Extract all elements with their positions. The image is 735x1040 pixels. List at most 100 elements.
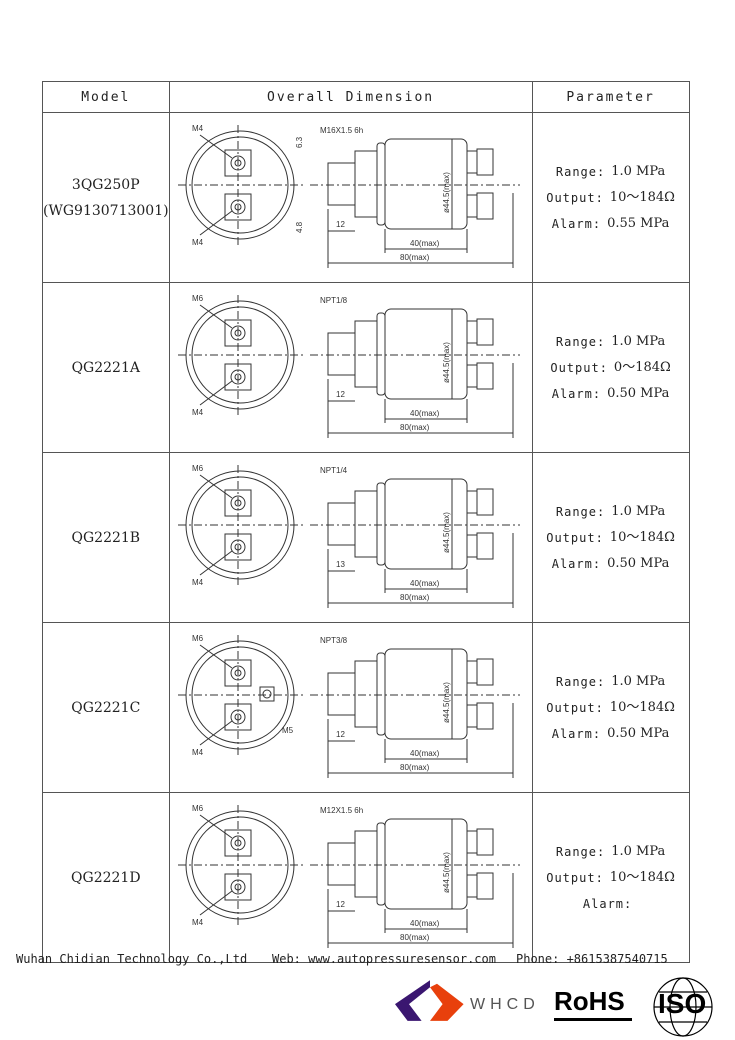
dim-label-bottom: M4: [192, 408, 204, 417]
output-value: 10～184Ω: [609, 189, 675, 205]
sensor-side-view-icon: [309, 138, 520, 268]
dim-label-top: M6: [192, 804, 204, 813]
dim-label-len: 12: [336, 900, 345, 909]
dim-label-thread: NPT1/8: [320, 296, 348, 305]
dim-label-d1: 6.3: [295, 136, 304, 148]
parameter-cell: Range:1.0 MPa Output:10～184Ω Alarm:0.55 …: [531, 112, 690, 283]
footer-phone: Phone: +8615387540715: [516, 952, 668, 966]
range-value: 1.0 MPa: [611, 503, 666, 519]
footer-web: Web: www.autopressuresensor.com: [272, 952, 496, 966]
dim-label-len: 12: [336, 730, 345, 739]
output-label: Output:: [546, 870, 604, 885]
dim-label-l40: 40(max): [410, 579, 440, 588]
end-view-circle-icon: [177, 635, 305, 755]
dim-label-bottom: M4: [192, 578, 204, 587]
model-name: QG2221C: [71, 699, 141, 716]
parameter-cell: Range:1.0 MPa Output:0～184Ω Alarm:0.50 M…: [531, 282, 690, 453]
dim-label-l40: 40(max): [410, 919, 440, 928]
dim-label-bottom: M4: [192, 748, 204, 757]
alarm-label: Alarm:: [551, 216, 602, 231]
header-dimension: Overall Dimension: [168, 81, 533, 113]
dim-label-len: 12: [336, 390, 345, 399]
dim-label-d2: 4.8: [295, 221, 304, 233]
model-code: (WG9130713001): [43, 202, 169, 219]
rohs-logo: RoHS: [548, 982, 638, 1026]
dim-label-l40: 40(max): [410, 239, 440, 248]
dim-label-len: 13: [336, 560, 345, 569]
end-view-circle-icon: [177, 125, 305, 245]
alarm-value: 0.50 MPa: [607, 555, 670, 571]
footer-company: Wuhan Chidian Technology Co.,Ltd: [16, 952, 248, 966]
end-view-circle-icon: [177, 295, 305, 415]
range-label: Range:: [555, 844, 606, 859]
dim-label-dia: ø44.5(max): [442, 172, 451, 213]
iso-globe-icon: [653, 977, 713, 1037]
range-value: 1.0 MPa: [611, 843, 666, 859]
dim-label-top: M6: [192, 464, 204, 473]
end-view-circle-icon: [177, 805, 305, 925]
end-view-circle-icon: [177, 465, 305, 585]
alarm-value: 0.55 MPa: [607, 215, 670, 231]
model-name: QG2221D: [71, 869, 141, 886]
dim-label-thread: NPT1/4: [320, 466, 348, 475]
dim-label-mid: M5: [282, 726, 294, 735]
model-name: 3QG250P: [71, 176, 140, 193]
dim-label-dia: ø44.5(max): [442, 342, 451, 383]
sensor-side-view-icon: [309, 308, 520, 438]
model-cell: QG2221B: [42, 452, 170, 623]
output-value: 0～184Ω: [613, 359, 671, 375]
range-label: Range:: [555, 334, 606, 349]
dim-label-l80: 80(max): [400, 763, 430, 772]
model-name: QG2221B: [71, 529, 141, 546]
output-label: Output:: [550, 360, 608, 375]
alarm-value: 0.50 MPa: [607, 385, 670, 401]
range-value: 1.0 MPa: [611, 673, 666, 689]
dim-label-top: M6: [192, 294, 204, 303]
dim-label-thread: NPT3/8: [320, 636, 348, 645]
dim-label-l80: 80(max): [400, 933, 430, 942]
model-cell: QG2221A: [42, 282, 170, 453]
dim-label-dia: ø44.5(max): [442, 852, 451, 893]
model-cell: 3QG250P (WG9130713001): [42, 112, 170, 283]
output-value: 10～184Ω: [609, 869, 675, 885]
header-model: Model: [42, 81, 170, 113]
alarm-label: Alarm:: [582, 896, 633, 911]
dim-label-top: M6: [192, 634, 204, 643]
alarm-label: Alarm:: [551, 556, 602, 571]
dim-label-thread: M12X1.5 6h: [320, 806, 363, 815]
range-label: Range:: [555, 504, 606, 519]
model-name: QG2221A: [71, 359, 140, 376]
range-value: 1.0 MPa: [611, 333, 666, 349]
whcd-text: WHCD: [470, 996, 540, 1013]
alarm-value: 0.50 MPa: [607, 725, 670, 741]
output-value: 10～184Ω: [609, 529, 675, 545]
whcd-logo-icon: [395, 980, 464, 1021]
dim-label-l40: 40(max): [410, 749, 440, 758]
output-label: Output:: [546, 530, 604, 545]
dim-label-top: M4: [192, 124, 204, 133]
spec-table: Model Overall Dimension Parameter 3QG250…: [42, 81, 690, 963]
dim-label-dia: ø44.5(max): [442, 512, 451, 553]
parameter-cell: Range: 1.0 MPa Output: 10～184Ω Alarm:: [531, 792, 690, 963]
range-value: 1.0 MPa: [611, 163, 666, 179]
iso-logo: ISO: [658, 988, 707, 1019]
range-label: Range:: [555, 674, 606, 689]
header-parameter: Parameter: [531, 81, 690, 113]
dim-label-bottom: M4: [192, 238, 204, 247]
model-cell: QG2221D: [42, 792, 170, 963]
parameter-cell: Range: 1.0 MPa Output: 10～184Ω Alarm: 0.50 …: [531, 452, 690, 623]
dim-label-l80: 80(max): [400, 593, 430, 602]
sensor-side-view-icon: [309, 818, 520, 948]
